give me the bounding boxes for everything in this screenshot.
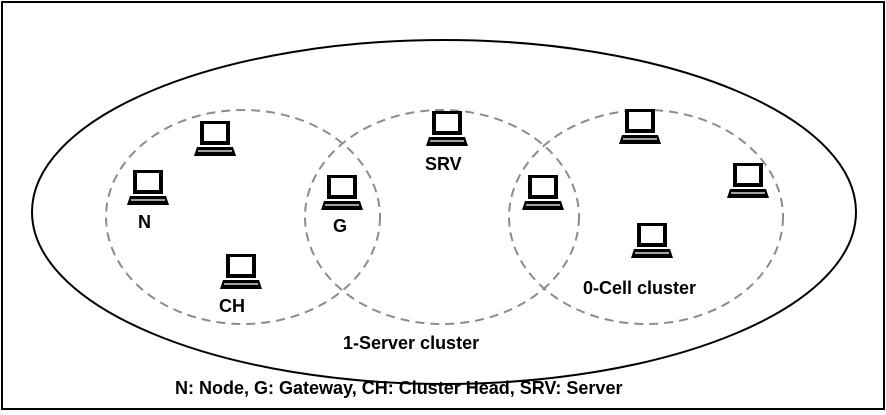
gateway-label: G: [333, 216, 348, 236]
legend-text: N: Node, G: Gateway, CH: Cluster Head, S…: [175, 378, 623, 398]
laptop-computer-icon: [193, 120, 237, 157]
laptop-computer-icon: [320, 174, 364, 211]
cell-cluster-label: 0-Cell cluster: [583, 278, 697, 298]
laptop-computer-icon: [219, 253, 263, 290]
network-ellipse: [31, 39, 857, 385]
node-label: N: [138, 212, 151, 232]
server-cluster-label: 1-Server cluster: [343, 333, 480, 353]
server-label: SRV: [425, 154, 462, 174]
cluster-circle-left: [105, 109, 381, 325]
laptop-computer-icon: [126, 169, 170, 206]
laptop-computer-icon: [726, 162, 770, 199]
laptop-computer-icon: [425, 110, 469, 147]
laptop-computer-icon: [618, 108, 662, 145]
laptop-computer-icon: [630, 222, 674, 259]
laptop-computer-icon: [521, 174, 565, 211]
cluster-head-label: CH: [219, 296, 245, 316]
cluster-circle-server: [304, 109, 580, 325]
